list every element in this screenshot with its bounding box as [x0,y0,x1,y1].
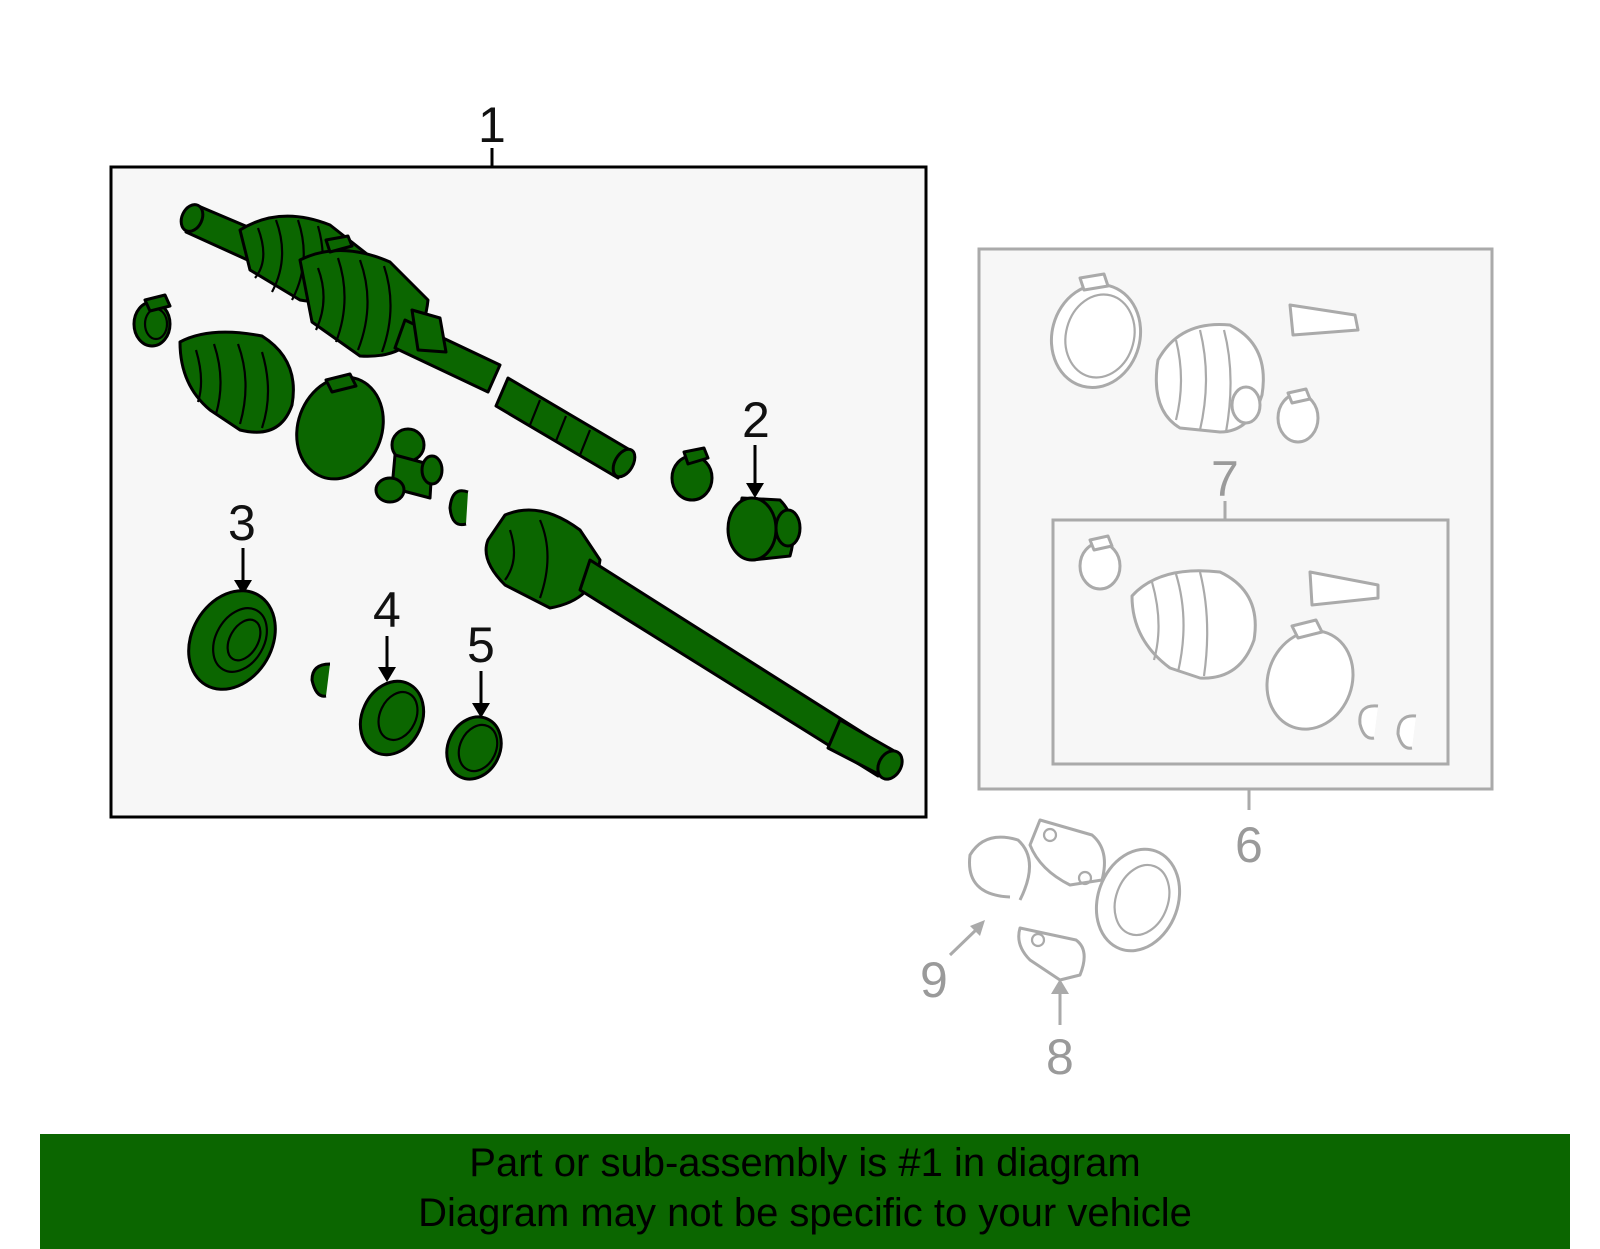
callout-3: 3 [228,495,256,551]
part-9-snap-ring [968,835,1031,901]
banner-line-2: Diagram may not be specific to your vehi… [418,1191,1192,1235]
arrowhead-8 [1051,979,1069,994]
boot-kit-parts [132,293,469,527]
axle-shaft-assembly [179,203,637,480]
callout-4: 4 [373,582,401,638]
arrow-9 [948,926,980,957]
part-7-boot-kit [1078,534,1417,750]
part-2-bushing [670,446,802,562]
arrowhead-2 [746,483,764,498]
arrowhead-5 [472,703,490,718]
callout-2: 2 [742,392,770,448]
banner-line-1: Part or sub-assembly is #1 in diagram [469,1141,1141,1185]
part-6-boot-kit [1049,272,1360,444]
callout-9: 9 [920,952,948,1008]
arrowhead-9 [970,920,985,936]
callout-5: 5 [467,617,495,673]
arrowhead-4 [378,667,396,682]
callout-8: 8 [1046,1029,1074,1085]
part-5-ring [445,715,503,781]
arrowhead-3 [234,580,252,595]
callout-6: 6 [1235,817,1263,873]
outer-cv-joint-shaft [484,508,904,781]
part-4-seal [358,679,426,757]
callout-7: 7 [1211,451,1239,507]
callout-1: 1 [478,97,506,153]
info-banner: Part or sub-assembly is #1 in diagram Di… [40,1134,1570,1249]
part-8-bracket [1017,818,1182,982]
part-3-bearing [187,589,331,698]
